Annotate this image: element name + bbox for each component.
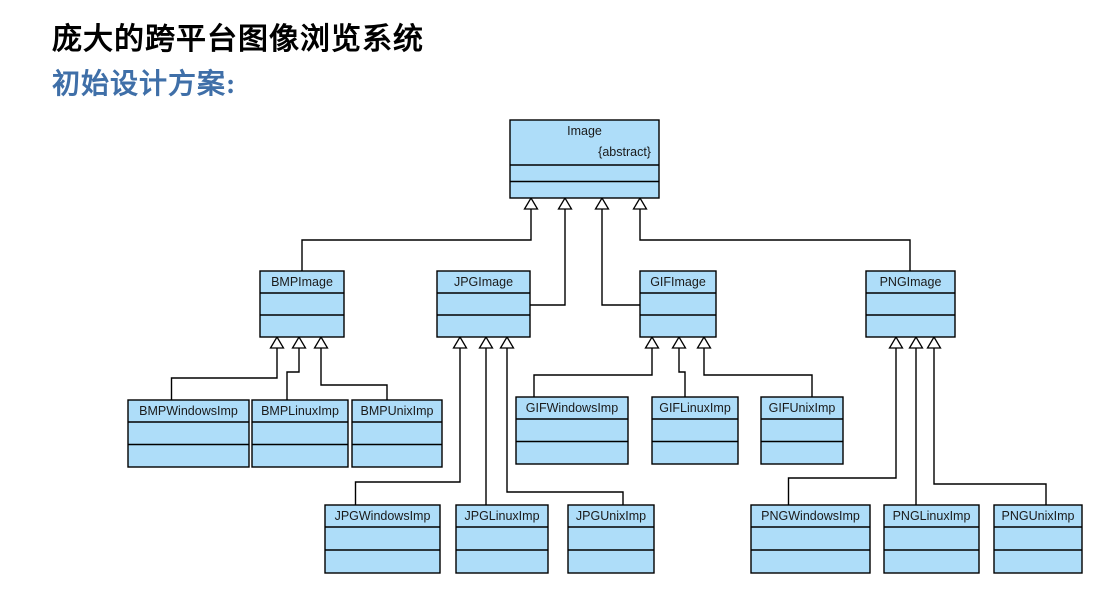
generalization-arrowhead: [452, 335, 468, 349]
class-box-outline: [567, 504, 655, 574]
generalization-arrowhead: [523, 196, 539, 210]
generalization-arrowhead: [696, 335, 712, 349]
generalization-line: [787, 348, 897, 505]
generalization-line: [170, 348, 278, 400]
uml-class-giflinuximp[interactable]: GIFLinuxImp: [651, 396, 739, 465]
generalization-arrowhead: [499, 335, 515, 349]
generalization-arrowhead: [888, 335, 904, 349]
page-subtitle: 初始设计方案:: [52, 69, 237, 100]
class-box-outline: [259, 270, 345, 338]
uml-class-pnguniximp[interactable]: PNGUnixImp: [993, 504, 1083, 574]
generalization-line: [678, 348, 686, 397]
class-name-label: BMPLinuxImp: [261, 404, 339, 418]
class-name-label: JPGImage: [454, 275, 513, 289]
uml-class-jpgimage[interactable]: JPGImage: [436, 270, 531, 338]
class-box-outline: [760, 396, 844, 465]
class-name-label: GIFImage: [650, 275, 706, 289]
generalization-arrowhead: [269, 335, 285, 349]
uml-class-bmpimage[interactable]: BMPImage: [259, 270, 345, 338]
class-box-outline: [639, 270, 717, 338]
uml-class-pngwindowsimp[interactable]: PNGWindowsImp: [750, 504, 871, 574]
generalization-line: [933, 348, 1047, 505]
generalization-line: [530, 209, 566, 306]
class-name-label: JPGLinuxImp: [464, 509, 539, 523]
class-name-label: PNGWindowsImp: [761, 509, 860, 523]
class-name-label: GIFWindowsImp: [526, 401, 618, 415]
generalization-arrowhead: [313, 335, 329, 349]
generalization-line: [301, 209, 532, 271]
class-name-label: GIFLinuxImp: [659, 401, 731, 415]
generalization-line: [286, 348, 300, 400]
uml-class-jpglinuximp[interactable]: JPGLinuxImp: [455, 504, 549, 574]
class-box-outline: [127, 399, 250, 468]
class-name-label: PNGImage: [880, 275, 942, 289]
generalization-line: [506, 348, 624, 505]
uml-class-bmpwindowsimp[interactable]: BMPWindowsImp: [127, 399, 250, 468]
class-name-label: BMPUnixImp: [361, 404, 434, 418]
generalization-arrowhead: [557, 196, 573, 210]
class-box-outline: [324, 504, 441, 574]
class-name-label: BMPWindowsImp: [139, 404, 238, 418]
class-box-outline: [509, 119, 660, 199]
class-box-outline: [993, 504, 1083, 574]
class-box-outline: [865, 270, 956, 338]
generalization-arrowhead: [632, 196, 648, 210]
generalization-line: [601, 209, 640, 306]
class-abstract-marker: {abstract}: [598, 145, 651, 159]
generalization-connectors: [170, 196, 1047, 505]
generalization-arrowhead: [671, 335, 687, 349]
generalization-line: [354, 348, 461, 505]
class-name-label: PNGUnixImp: [1002, 509, 1075, 523]
uml-class-jpgwindowsimp[interactable]: JPGWindowsImp: [324, 504, 441, 574]
uml-class-gifimage[interactable]: GIFImage: [639, 270, 717, 338]
generalization-arrowhead: [644, 335, 660, 349]
uml-class-bmpuniximp[interactable]: BMPUnixImp: [351, 399, 443, 468]
class-box-outline: [455, 504, 549, 574]
uml-class-pngimage[interactable]: PNGImage: [865, 270, 956, 338]
uml-class-gifuniximp[interactable]: GIFUnixImp: [760, 396, 844, 465]
class-box-outline: [436, 270, 531, 338]
generalization-line: [320, 348, 388, 400]
class-box-outline: [651, 396, 739, 465]
class-box-outline: [883, 504, 980, 574]
class-name-label: Image: [567, 124, 602, 138]
generalization-line: [533, 348, 653, 397]
uml-class-pnglinuximp[interactable]: PNGLinuxImp: [883, 504, 980, 574]
class-name-label: JPGUnixImp: [576, 509, 646, 523]
uml-class-bmplinuximp[interactable]: BMPLinuxImp: [251, 399, 349, 468]
generalization-arrowhead: [594, 196, 610, 210]
class-box-outline: [251, 399, 349, 468]
generalization-line: [703, 348, 813, 397]
class-box-outline: [750, 504, 871, 574]
page-title: 庞大的跨平台图像浏览系统: [52, 23, 424, 56]
generalization-line: [639, 209, 911, 271]
class-name-label: GIFUnixImp: [769, 401, 836, 415]
generalization-arrowhead: [926, 335, 942, 349]
generalization-arrowhead: [478, 335, 494, 349]
class-name-label: JPGWindowsImp: [335, 509, 431, 523]
generalization-arrowhead: [908, 335, 924, 349]
class-name-label: BMPImage: [271, 275, 333, 289]
uml-class-jpguniximp[interactable]: JPGUnixImp: [567, 504, 655, 574]
class-name-label: PNGLinuxImp: [893, 509, 971, 523]
uml-class-gifwindowsimp[interactable]: GIFWindowsImp: [515, 396, 629, 465]
uml-class-image[interactable]: Image {abstract}: [509, 119, 660, 199]
generalization-arrowhead: [291, 335, 307, 349]
class-box-outline: [515, 396, 629, 465]
class-box-outline: [351, 399, 443, 468]
